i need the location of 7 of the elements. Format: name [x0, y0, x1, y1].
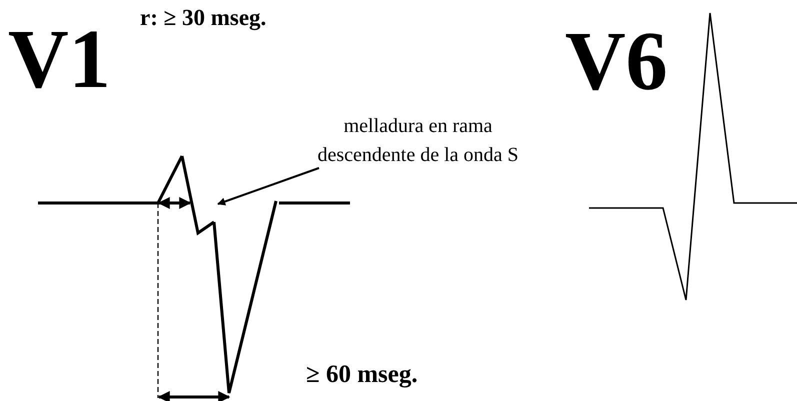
leader-line — [217, 167, 320, 206]
ecg-notch — [180, 156, 215, 236]
lead-label: V6 — [565, 20, 668, 104]
lead-label: V1 — [8, 18, 111, 102]
measurement-label: r: ≥ 30 mseg. — [140, 6, 266, 29]
annotation-text: melladura en rama descendente de la onda S — [318, 112, 519, 170]
measurement-label: ≥ 60 mseg. — [306, 362, 418, 387]
